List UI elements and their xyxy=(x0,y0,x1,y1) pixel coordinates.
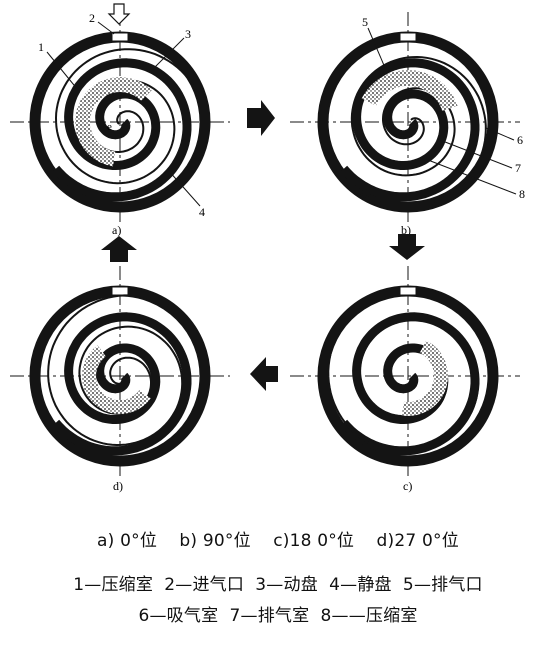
figure-canvas: e 2 1 3 4 a) 5 6 7 xyxy=(10,3,525,493)
leader-4 xyxy=(167,169,201,207)
arrow-left-icon xyxy=(250,357,278,391)
arrow-down-icon xyxy=(389,234,425,260)
panel-c-label: c) xyxy=(403,479,412,493)
panel-b-label: b) xyxy=(401,223,411,237)
panel-a-0-degree: e 2 1 3 4 a) xyxy=(10,3,230,237)
arrow-right-icon xyxy=(247,100,275,136)
leader-2 xyxy=(97,21,115,35)
leader-7 xyxy=(439,139,513,169)
inlet-arrow-icon xyxy=(107,3,131,25)
arrow-up-icon xyxy=(101,236,137,262)
inlet-port xyxy=(399,32,417,42)
leader-1 xyxy=(46,51,79,91)
fixed-scroll xyxy=(340,312,480,456)
compression-pocket xyxy=(401,340,448,416)
inlet-port xyxy=(111,32,129,42)
callout-1: 1 xyxy=(38,40,44,54)
callout-7: 7 xyxy=(515,161,521,175)
leader-3 xyxy=(149,37,185,73)
compression-pocket xyxy=(82,345,151,414)
legend-line-2: 6—吸气室 7—排气室 8——压缩室 xyxy=(138,606,418,626)
leader-5 xyxy=(367,27,387,71)
legend-line-1: 1—压缩室 2—进气口 3—动盘 4—静盘 5—排气口 xyxy=(73,575,483,595)
inlet-port xyxy=(399,286,417,296)
callout-5: 5 xyxy=(362,15,368,29)
callout-6: 6 xyxy=(517,133,523,147)
panel-d-270-degree: d) xyxy=(10,266,230,493)
orbiting-scroll xyxy=(47,294,184,447)
panel-c-180-degree: c) xyxy=(290,266,520,493)
panel-d-label: d) xyxy=(113,479,123,493)
leader-8 xyxy=(427,159,517,195)
discharge-pocket xyxy=(361,70,458,111)
fixed-scroll xyxy=(52,58,192,202)
panel-a-label: a) xyxy=(112,223,121,237)
callout-8: 8 xyxy=(519,187,525,201)
orbiting-scroll xyxy=(327,317,480,454)
leader-6 xyxy=(485,127,515,141)
callout-2: 2 xyxy=(89,11,95,25)
compression-pocket xyxy=(75,77,152,167)
callout-4: 4 xyxy=(199,205,205,219)
fixed-scroll xyxy=(340,58,480,202)
inlet-port xyxy=(111,286,129,296)
fixed-scroll xyxy=(52,312,192,456)
center-mark-label: e xyxy=(107,121,112,133)
panel-b-90-degree: 5 6 7 8 b) xyxy=(290,12,525,237)
angle-caption: a) 0°位 b) 90°位 c)18 0°位 d)27 0°位 xyxy=(97,531,459,551)
orbiting-scroll xyxy=(350,55,487,208)
callout-3: 3 xyxy=(185,27,191,41)
